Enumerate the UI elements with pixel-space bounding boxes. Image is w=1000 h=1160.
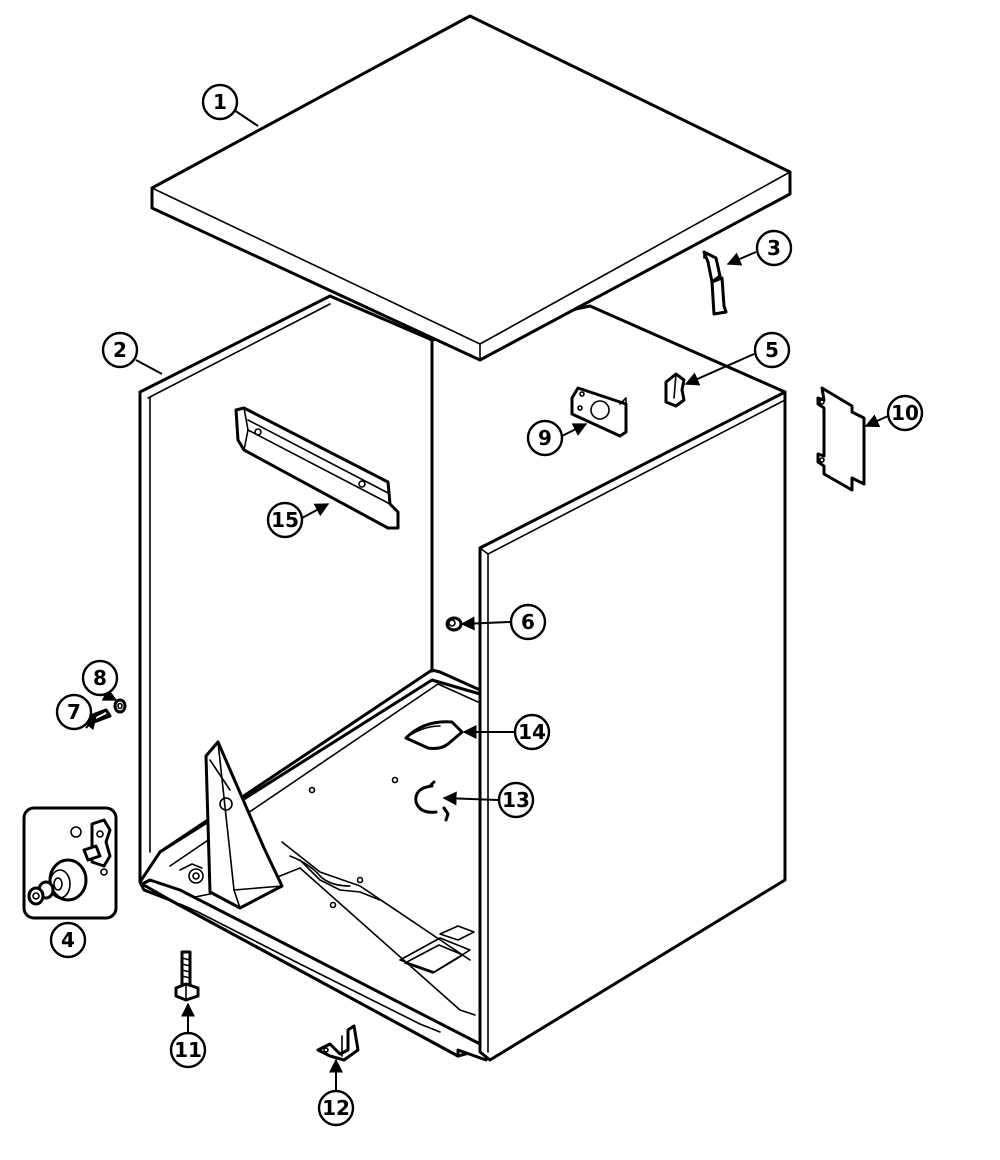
part-12-clip: [316, 1024, 360, 1062]
callout-14-label: 14: [518, 720, 546, 744]
part-5-clip: [664, 372, 686, 408]
callout-15: 15: [266, 501, 304, 539]
callout-8: 8: [81, 659, 119, 697]
callout-5: 5: [753, 331, 791, 369]
part-6-plug: [445, 616, 463, 632]
callout-4: 4: [49, 921, 87, 959]
top-panel: [150, 14, 792, 362]
callout-7-label: 7: [67, 700, 81, 724]
callout-9: 9: [526, 419, 564, 457]
part-15-bracket: [234, 406, 400, 530]
part-13-clamp: [414, 780, 450, 822]
part-14-shield: [404, 720, 464, 750]
cabinet: [138, 294, 787, 1062]
leader-lines: [82, 109, 889, 1092]
callout-3: 3: [755, 229, 793, 267]
callout-6: 6: [509, 603, 547, 641]
callout-13-label: 13: [502, 788, 530, 812]
callout-12-label: 12: [322, 1096, 350, 1120]
cabinet-right-panel: [478, 390, 787, 1062]
part-3-clip: [702, 250, 728, 316]
callout-12: 12: [317, 1089, 355, 1127]
callout-11-label: 11: [174, 1038, 202, 1062]
callout-11: 11: [169, 1031, 207, 1069]
callout-1-label: 1: [213, 90, 227, 114]
callout-3-label: 3: [767, 236, 781, 260]
callout-4-label: 4: [61, 928, 75, 952]
callout-7: 7: [55, 693, 93, 731]
callout-5-label: 5: [765, 338, 779, 362]
part-9-plate: [570, 386, 628, 438]
callout-9-label: 9: [538, 426, 552, 450]
callout-14: 14: [513, 713, 551, 751]
callout-13: 13: [497, 781, 535, 819]
callout-2-label: 2: [113, 338, 127, 362]
callout-8-label: 8: [93, 666, 107, 690]
part-10-panel: [816, 386, 866, 492]
callout-10: 10: [886, 394, 924, 432]
callout-15-label: 15: [271, 508, 299, 532]
callout-2: 2: [101, 331, 139, 369]
callout-10-label: 10: [891, 401, 919, 425]
callout-1: 1: [201, 83, 239, 121]
callout-6-label: 6: [521, 610, 535, 634]
part-4-roller-assembly: [22, 806, 118, 920]
part-11-leveling-leg: [174, 950, 200, 1002]
part-8-washer: [113, 698, 127, 714]
